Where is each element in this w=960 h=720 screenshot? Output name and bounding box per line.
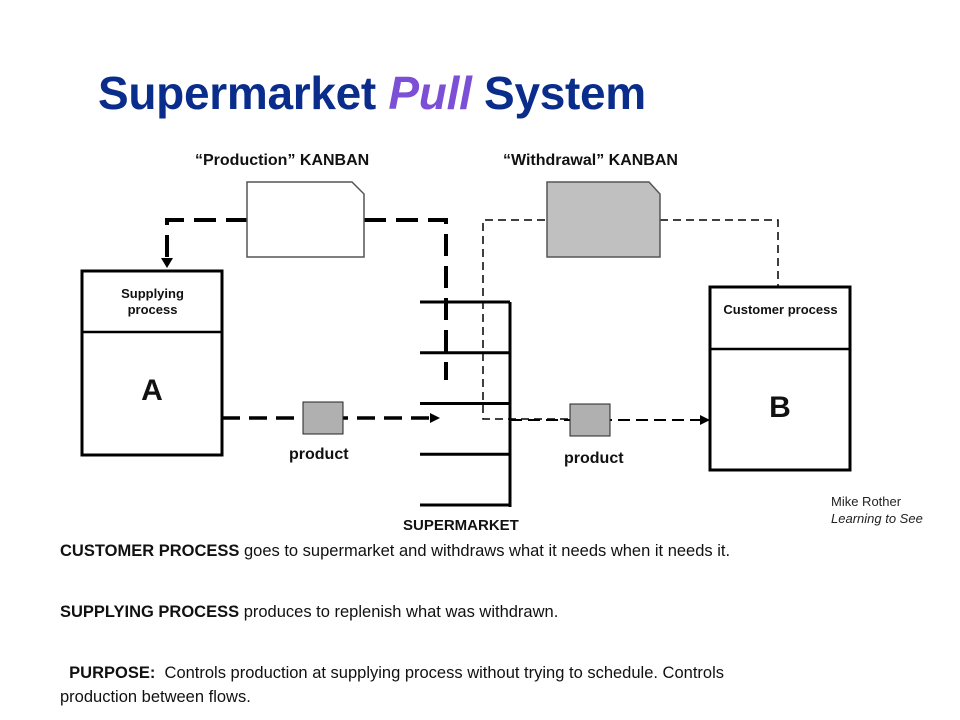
title-part-1: Supermarket: [98, 67, 389, 119]
supplying-process-box: [80, 269, 224, 457]
title-part-2: System: [471, 67, 646, 119]
customer-process-box: [708, 285, 852, 472]
withdrawal-kanban-loop-right: [660, 219, 779, 287]
credit-book: Learning to See: [831, 511, 923, 526]
production-kanban-card: [246, 181, 365, 258]
supplying-process-header: Supplying process: [121, 286, 184, 317]
withdrawal-kanban-card: [546, 181, 661, 258]
product-square-right: [569, 403, 611, 437]
supplying-process-letter: A: [141, 374, 163, 407]
product-flow-arrowhead-left: [430, 413, 440, 423]
supermarket-label: SUPERMARKET: [403, 517, 519, 534]
customer-process-text: goes to supermarket and withdraws what i…: [239, 542, 731, 560]
purpose-description: PURPOSE: Controls production at supplyin…: [60, 637, 750, 709]
customer-process-header: Customer process: [723, 302, 838, 317]
withdrawal-kanban-loop-left: [482, 219, 570, 420]
purpose-term: PURPOSE:: [69, 664, 156, 682]
customer-process-term: CUSTOMER PROCESS: [60, 542, 240, 560]
product-flow-arrowhead-right: [700, 415, 710, 425]
production-kanban-arrowhead: [161, 258, 173, 268]
customer-process-letter: B: [769, 391, 791, 424]
page-title: Supermarket Pull System: [98, 66, 646, 120]
supplying-process-text: produces to replenish what was withdrawn…: [239, 603, 559, 621]
production-kanban-loop-left: [165, 218, 248, 262]
customer-process-description: CUSTOMER PROCESS goes to supermarket and…: [60, 539, 750, 563]
title-accent-word: Pull: [388, 67, 472, 119]
supermarket-shelves: [420, 300, 510, 507]
supplying-process-description: SUPPLYING PROCESS produces to replenish …: [60, 600, 750, 624]
purpose-text: Controls production at supplying process…: [60, 664, 729, 706]
product-label-right: product: [564, 450, 624, 467]
production-kanban-loop-right: [364, 218, 448, 380]
production-kanban-label: “Production” KANBAN: [195, 152, 370, 169]
withdrawal-kanban-label: “Withdrawal” KANBAN: [503, 152, 678, 169]
supplying-process-term: SUPPLYING PROCESS: [60, 603, 240, 621]
source-credit: Mike Rother Learning to See: [831, 493, 923, 527]
credit-author: Mike Rother: [831, 494, 902, 509]
product-square-left: [302, 401, 344, 435]
product-label-left: product: [289, 446, 349, 463]
